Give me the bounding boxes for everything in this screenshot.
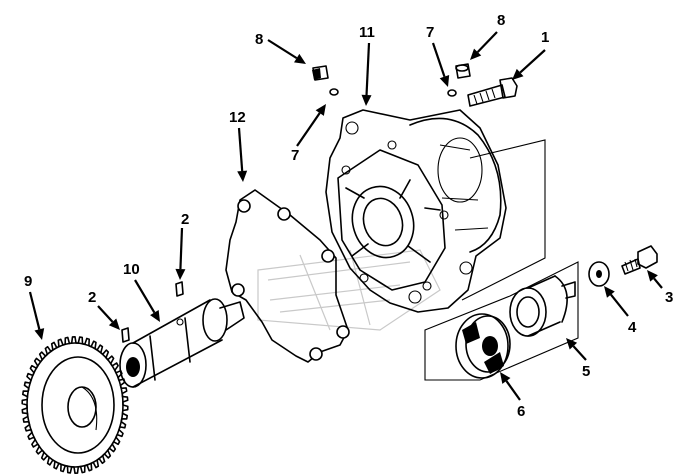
arrow-7b-line [431, 42, 446, 77]
arrow-10-line [134, 279, 156, 314]
arrow-8b-line [476, 31, 498, 53]
arrow-1-head [512, 68, 524, 80]
arrow-8a-head [294, 53, 306, 64]
arrow-2b-head [175, 268, 186, 280]
callout-5: 5 [582, 363, 590, 380]
set-screw-upper [175, 281, 184, 297]
arrow-12-head [237, 170, 248, 182]
callout-9: 9 [24, 273, 32, 290]
arrow-3-line [653, 277, 663, 289]
callout-3: 3 [665, 289, 673, 306]
callout-labels: 1 2 2 3 4 5 6 7 7 8 8 9 10 11 12 [24, 12, 673, 420]
arrow-7b-head [439, 74, 450, 87]
bushing [509, 275, 576, 337]
arrow-5-line [572, 345, 587, 361]
arrow-4-line [610, 293, 629, 317]
callout-10: 10 [123, 261, 140, 278]
plug-left [312, 65, 329, 81]
arrow-6-head [500, 372, 511, 384]
thrust-washer [424, 261, 579, 381]
watermark-logo [257, 249, 441, 331]
callout-7a: 7 [291, 147, 299, 164]
arrow-10-head [150, 309, 160, 322]
callout-8b: 8 [497, 12, 505, 29]
shaft [119, 298, 245, 388]
callout-11: 11 [359, 24, 375, 41]
idler-gear [21, 336, 129, 474]
capscrew-1 [467, 77, 518, 107]
washer [588, 261, 610, 287]
arrow-11-line [365, 42, 371, 96]
arrow-7a-head [315, 104, 326, 116]
arrow-2a-head [108, 318, 120, 330]
housing [325, 109, 546, 313]
capscrew-3 [621, 245, 658, 275]
plug-right [455, 63, 471, 79]
o-ring-left [329, 88, 339, 96]
gasket [225, 189, 350, 363]
callout-6: 6 [517, 403, 525, 420]
arrow-6-line [505, 380, 521, 401]
arrow-11-head [361, 94, 372, 106]
arrow-9-head [34, 328, 45, 340]
arrow-9-line [28, 291, 41, 330]
callout-8a: 8 [255, 31, 263, 48]
arrow-8b-head [470, 48, 482, 60]
arrow-2b-line [179, 227, 184, 270]
arrow-5-head [566, 338, 578, 350]
callout-2a: 2 [88, 289, 96, 306]
callout-1: 1 [541, 29, 549, 46]
callout-4: 4 [628, 319, 637, 336]
arrow-12-line [237, 127, 244, 172]
arrow-8a-line [267, 39, 298, 60]
arrow-3-head [647, 270, 658, 282]
callout-12: 12 [229, 109, 246, 126]
arrow-7a-line [296, 112, 321, 147]
leader-arrows [28, 31, 663, 401]
o-ring-right [447, 89, 457, 97]
callout-2b: 2 [181, 211, 189, 228]
arrow-2a-line [97, 305, 114, 323]
arrow-1-line [519, 49, 546, 74]
callout-7b: 7 [426, 24, 434, 41]
arrow-4-head [604, 286, 615, 298]
set-screw-left [121, 327, 130, 343]
